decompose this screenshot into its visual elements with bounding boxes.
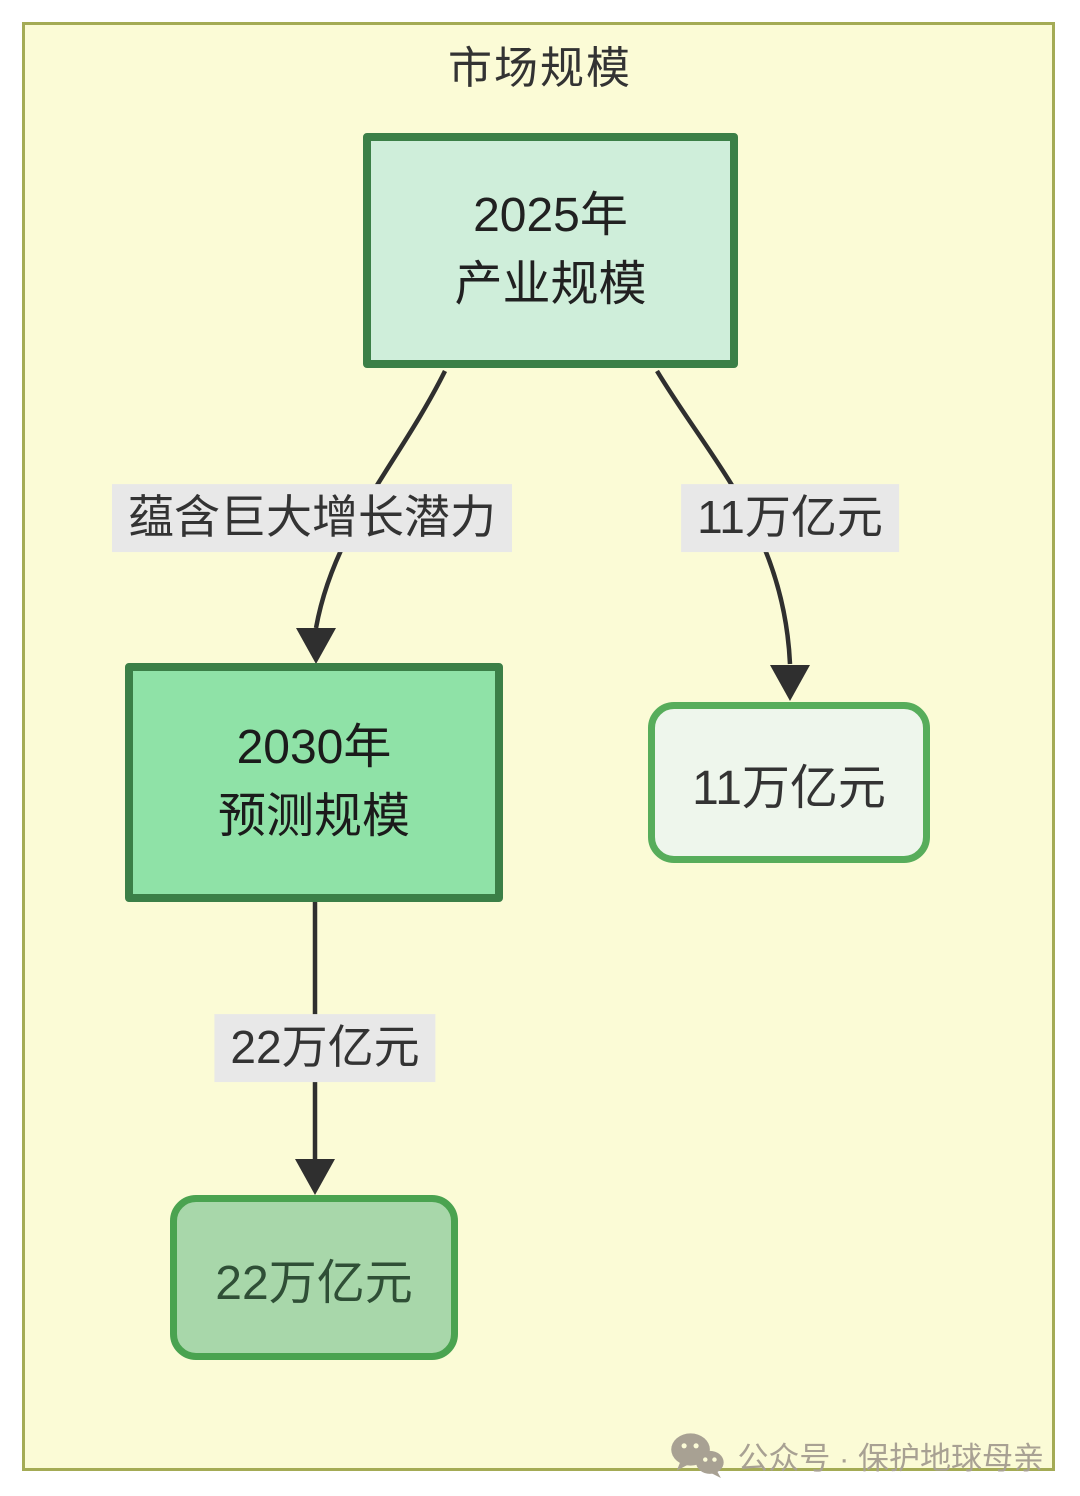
edge-label-22-trillion: 22万亿元: [214, 1014, 436, 1082]
arrowhead-b-to-d: [295, 1159, 335, 1195]
wechat-icon: [671, 1433, 725, 1478]
node-2025-industry-scale: 2025年 产业规模: [363, 133, 738, 368]
watermark: 公众号 · 保护地球母亲: [669, 1432, 1044, 1478]
node-22-trillion: 22万亿元: [170, 1195, 458, 1360]
node-2025-line2: 产业规模: [454, 257, 647, 311]
node-2025-line1: 2025年: [473, 189, 628, 243]
arrowhead-a-to-b: [296, 628, 336, 664]
edge-label-growth-potential: 蕴含巨大增长潜力: [112, 484, 512, 552]
node-2030-forecast-scale: 2030年 预测规模: [125, 663, 503, 902]
node-22-trillion-label: 22万亿元: [215, 1256, 413, 1310]
diagram-title: 市场规模: [448, 44, 632, 93]
node-2030-line1: 2030年: [236, 721, 392, 775]
arrowhead-a-to-c: [770, 665, 810, 701]
node-2030-line2: 预测规模: [217, 789, 410, 843]
node-11-trillion: 11万亿元: [648, 702, 930, 863]
edge-label-11-trillion: 11万亿元: [681, 484, 899, 552]
node-11-trillion-label: 11万亿元: [692, 761, 886, 815]
watermark-text: 公众号 · 保护地球母亲: [737, 1440, 1044, 1476]
